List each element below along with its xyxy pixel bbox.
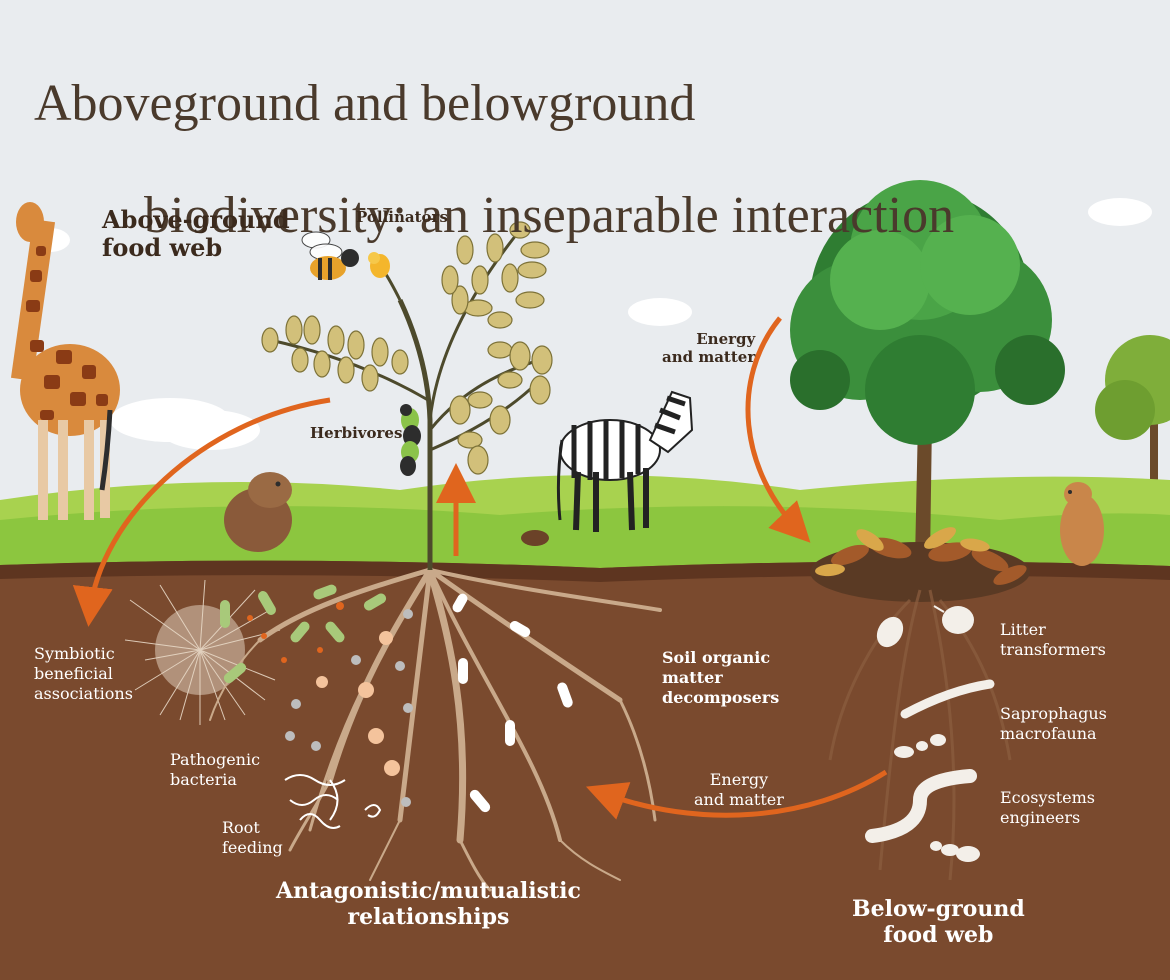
arrow-below-to-roots[interactable]: [585, 769, 888, 820]
antagonistic-label: Antagonistic/mutualistic relationships: [276, 878, 581, 930]
energy-matter-bottom-label: Energy and matter: [694, 770, 784, 809]
saprophagus-label: Saprophagus macrofauna: [1000, 704, 1107, 743]
litter-label: Litter transformers: [1000, 620, 1106, 659]
giraffe-icon: [10, 202, 120, 520]
roots: [209, 566, 662, 892]
energy-matter-top-label: Energy and matter: [662, 330, 756, 366]
prairie-dog-icon: [1060, 482, 1104, 566]
capybara-icon: [224, 472, 292, 552]
earthworm-icon: [865, 769, 977, 843]
above-food-web-label: Above-ground food web: [102, 205, 290, 262]
title-line-2: biodiversity: an inseparable interaction: [144, 187, 955, 244]
below-food-web-label: Below-ground food web: [852, 896, 1025, 948]
leaf-litter-icon: [810, 527, 1030, 602]
arrow-to-litter[interactable]: [745, 316, 811, 543]
bacteria-icon: [220, 584, 387, 684]
energy-arrows[interactable]: [72, 316, 888, 820]
soil-particles: [247, 593, 573, 813]
soil: [0, 560, 1170, 980]
woodlouse-icon: [933, 605, 974, 634]
plant-icon: [261, 221, 553, 570]
dung-icon: [521, 530, 549, 546]
tree-icon: [790, 180, 1065, 560]
nematode-icon: [284, 774, 382, 829]
clouds: [30, 198, 1152, 450]
arrow-above-to-below[interactable]: [72, 397, 331, 627]
pollinators-label: Pollinators: [356, 208, 448, 226]
millipede-icon: [900, 679, 995, 719]
soil-fauna: [865, 605, 995, 862]
symbiotic-label: Symbiotic beneficial associations: [34, 644, 133, 703]
bee-icon: [301, 231, 359, 280]
title-line-1: Aboveground and belowground: [34, 75, 696, 132]
root-feeding-label: Root feeding: [222, 818, 283, 857]
woodlouse-icon: [876, 616, 904, 648]
pathogenic-label: Pathogenic bacteria: [170, 750, 261, 789]
caterpillar-icon: [400, 404, 421, 476]
herbivores-label: Herbivores: [310, 424, 403, 442]
soil-organic-label: Soil organic matter decomposers: [662, 648, 780, 707]
zebra-icon: [556, 390, 694, 532]
ant-icon: [894, 734, 946, 758]
background-tree-icon: [1095, 335, 1170, 480]
ecosystems-label: Ecosystems engineers: [1000, 788, 1096, 827]
flower-icon: [368, 252, 402, 301]
page-title: Aboveground and belowground biodiversity…: [34, 20, 954, 300]
termite-icon: [930, 841, 980, 862]
